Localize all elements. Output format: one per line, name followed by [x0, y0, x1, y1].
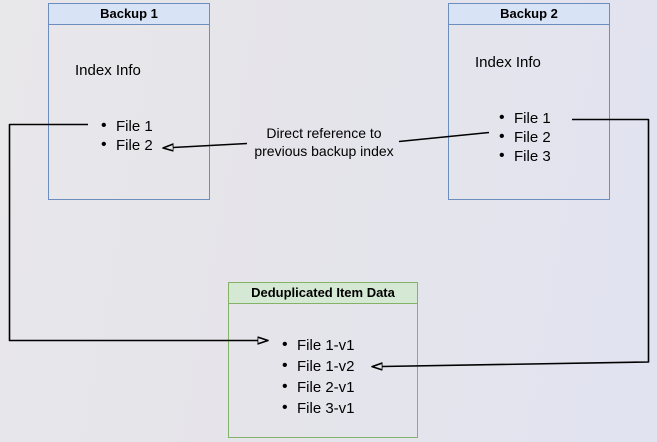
- backup1-index-info-label: Index Info: [75, 62, 141, 79]
- list-item: File 3-v1: [282, 397, 355, 419]
- direct-reference-label-line2: previous backup index: [254, 143, 394, 159]
- backup2-title: Backup 2: [449, 4, 609, 25]
- list-item: File 3: [499, 146, 551, 166]
- backup1-file-list: File 1 File 2: [101, 116, 153, 155]
- list-item: File 1: [499, 108, 551, 128]
- direct-reference-label: Direct reference to previous backup inde…: [234, 124, 414, 160]
- dedup-file-list: File 1-v1 File 1-v2 File 2-v1 File 3-v1: [282, 334, 355, 419]
- list-item: File 2: [101, 135, 153, 155]
- backup2-index-info-label: Index Info: [475, 54, 541, 71]
- dedup-title: Deduplicated Item Data: [229, 283, 417, 304]
- list-item: File 1: [101, 116, 153, 136]
- list-item: File 2-v1: [282, 376, 355, 398]
- backup2-box: Backup 2 Index Info File 1 File 2 File 3: [448, 3, 610, 200]
- list-item: File 2: [499, 127, 551, 147]
- backup2-file-list: File 1 File 2 File 3: [499, 108, 551, 166]
- list-item: File 1-v2: [282, 355, 355, 377]
- backup1-title: Backup 1: [49, 4, 209, 25]
- deduplicated-item-data-box: Deduplicated Item Data File 1-v1 File 1-…: [228, 282, 418, 438]
- direct-reference-label-line1: Direct reference to: [266, 125, 382, 141]
- list-item: File 1-v1: [282, 334, 355, 356]
- backup1-box: Backup 1 Index Info File 1 File 2: [48, 3, 210, 200]
